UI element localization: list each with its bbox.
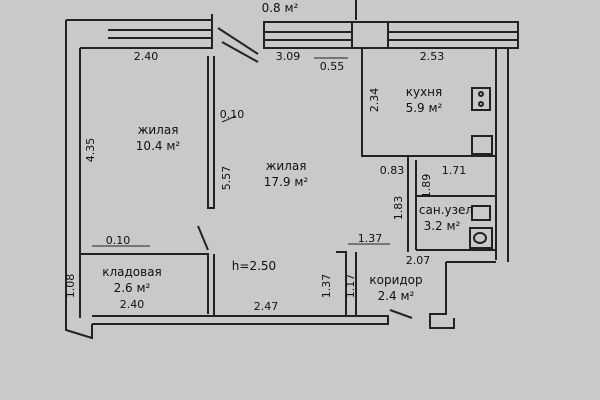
corridor-left-wall [336, 251, 347, 316]
storage-door-swing [197, 225, 209, 251]
room-living-small-area: 10.4 м² [136, 139, 181, 153]
room-corridor-name: коридор [369, 273, 422, 287]
stove-icon [471, 87, 491, 111]
kitchen-partition [361, 48, 408, 157]
dim-1-37-side: 1.37 [320, 274, 333, 299]
room-bathroom-area: 3.2 м² [424, 219, 461, 233]
room-kitchen-name: кухня [406, 85, 443, 99]
partition-living [207, 56, 215, 209]
dim-0-55: 0.55 [320, 60, 345, 73]
wall-pier [351, 21, 389, 49]
entrance [429, 262, 455, 329]
dim-2-40-bottom: 2.40 [120, 298, 145, 311]
burner-icon [478, 101, 484, 107]
dim-2-07: 2.07 [406, 254, 431, 267]
room-bathroom-name: сан.узел [419, 203, 473, 217]
dim-4-35: 4.35 [84, 138, 97, 163]
room-corridor-area: 2.4 м² [378, 289, 415, 303]
room-living-big-name: жилая [266, 159, 307, 173]
dimension-labels: 2.40 3.09 0.55 2.53 0.10 0.83 1.71 0.10 … [64, 50, 466, 313]
dim-5-57: 5.57 [220, 166, 233, 191]
dim-2-40-top: 2.40 [134, 50, 159, 63]
room-labels: жилая 10.4 м² жилая 17.9 м² кухня 5.9 м²… [102, 1, 473, 303]
dim-0-83: 0.83 [380, 164, 405, 177]
ceiling-height: h=2.50 [232, 259, 276, 273]
dim-1-71: 1.71 [442, 164, 467, 177]
dim-1-17: 1.17 [344, 274, 357, 299]
room-storage-name: кладовая [102, 265, 162, 279]
room-living-big-area: 17.9 м² [264, 175, 309, 189]
dim-leader [221, 115, 237, 123]
bottom-wall [92, 315, 389, 325]
room-balcony-area: 0.8 м² [262, 1, 299, 15]
burner-icon [478, 91, 484, 97]
dim-1-08: 1.08 [64, 274, 77, 299]
dim-0-10-a: 0.10 [220, 108, 245, 121]
room-kitchen-area: 5.9 м² [406, 101, 443, 115]
sink-icon [471, 135, 493, 155]
room-living-small-name: жилая [138, 123, 179, 137]
balcony-door-a [217, 27, 259, 55]
dim-2-34: 2.34 [368, 88, 381, 113]
toilet-icon [473, 232, 487, 244]
top-wall-left [66, 19, 213, 49]
dim-1-37-top: 1.37 [358, 232, 383, 245]
entrance-door [389, 309, 413, 319]
dimension-lines [92, 57, 390, 247]
dim-3-09: 3.09 [276, 50, 301, 63]
dim-2-53: 2.53 [420, 50, 445, 63]
dim-1-83: 1.83 [392, 196, 405, 221]
dim-0-10-b: 0.10 [106, 234, 131, 247]
dim-2-47: 2.47 [254, 300, 279, 313]
balcony-door-b [221, 41, 259, 63]
bathtub-icon [469, 227, 493, 249]
room-storage-area: 2.6 м² [114, 281, 151, 295]
storage-top-wall [80, 253, 209, 314]
walls [65, 0, 519, 340]
outer-left-wall [65, 20, 93, 340]
dim-1-89: 1.89 [420, 174, 433, 199]
basin-icon [471, 205, 491, 221]
